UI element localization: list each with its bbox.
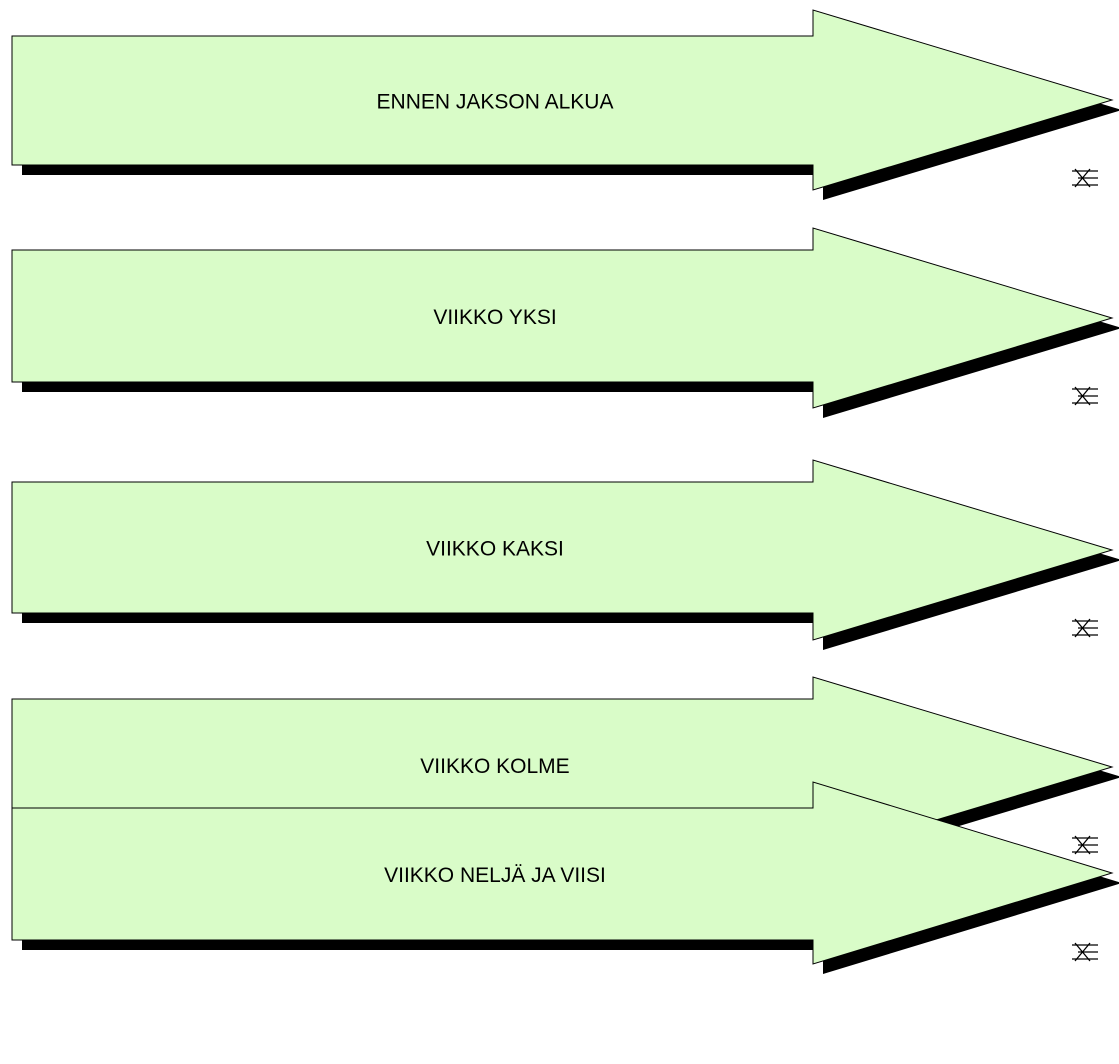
arrow-2: VIIKKO YKSI bbox=[11, 227, 1119, 418]
arrow-label: VIIKKO NELJÄ JA VIISI bbox=[384, 864, 606, 887]
anchor-handle-icon bbox=[1072, 835, 1098, 855]
arrow-shape bbox=[11, 227, 1114, 409]
arrow-shape bbox=[11, 9, 1114, 191]
arrow-label: ENNEN JAKSON ALKUA bbox=[377, 91, 614, 114]
arrow-shape bbox=[11, 459, 1114, 641]
anchor-handle-icon bbox=[1072, 168, 1098, 188]
arrow-label: VIIKKO KOLME bbox=[420, 755, 569, 778]
arrow-5: VIIKKO NELJÄ JA VIISI bbox=[11, 781, 1119, 974]
arrow-3: VIIKKO KAKSI bbox=[11, 459, 1119, 650]
anchor-handle-icon bbox=[1072, 386, 1098, 406]
anchor-handle-icon bbox=[1072, 942, 1098, 962]
arrow-label: VIIKKO YKSI bbox=[433, 306, 556, 329]
anchor-handle-icon bbox=[1072, 618, 1098, 638]
arrow-shape bbox=[11, 781, 1114, 965]
arrow-1: ENNEN JAKSON ALKUA bbox=[11, 9, 1119, 200]
arrow-label: VIIKKO KAKSI bbox=[426, 538, 564, 561]
